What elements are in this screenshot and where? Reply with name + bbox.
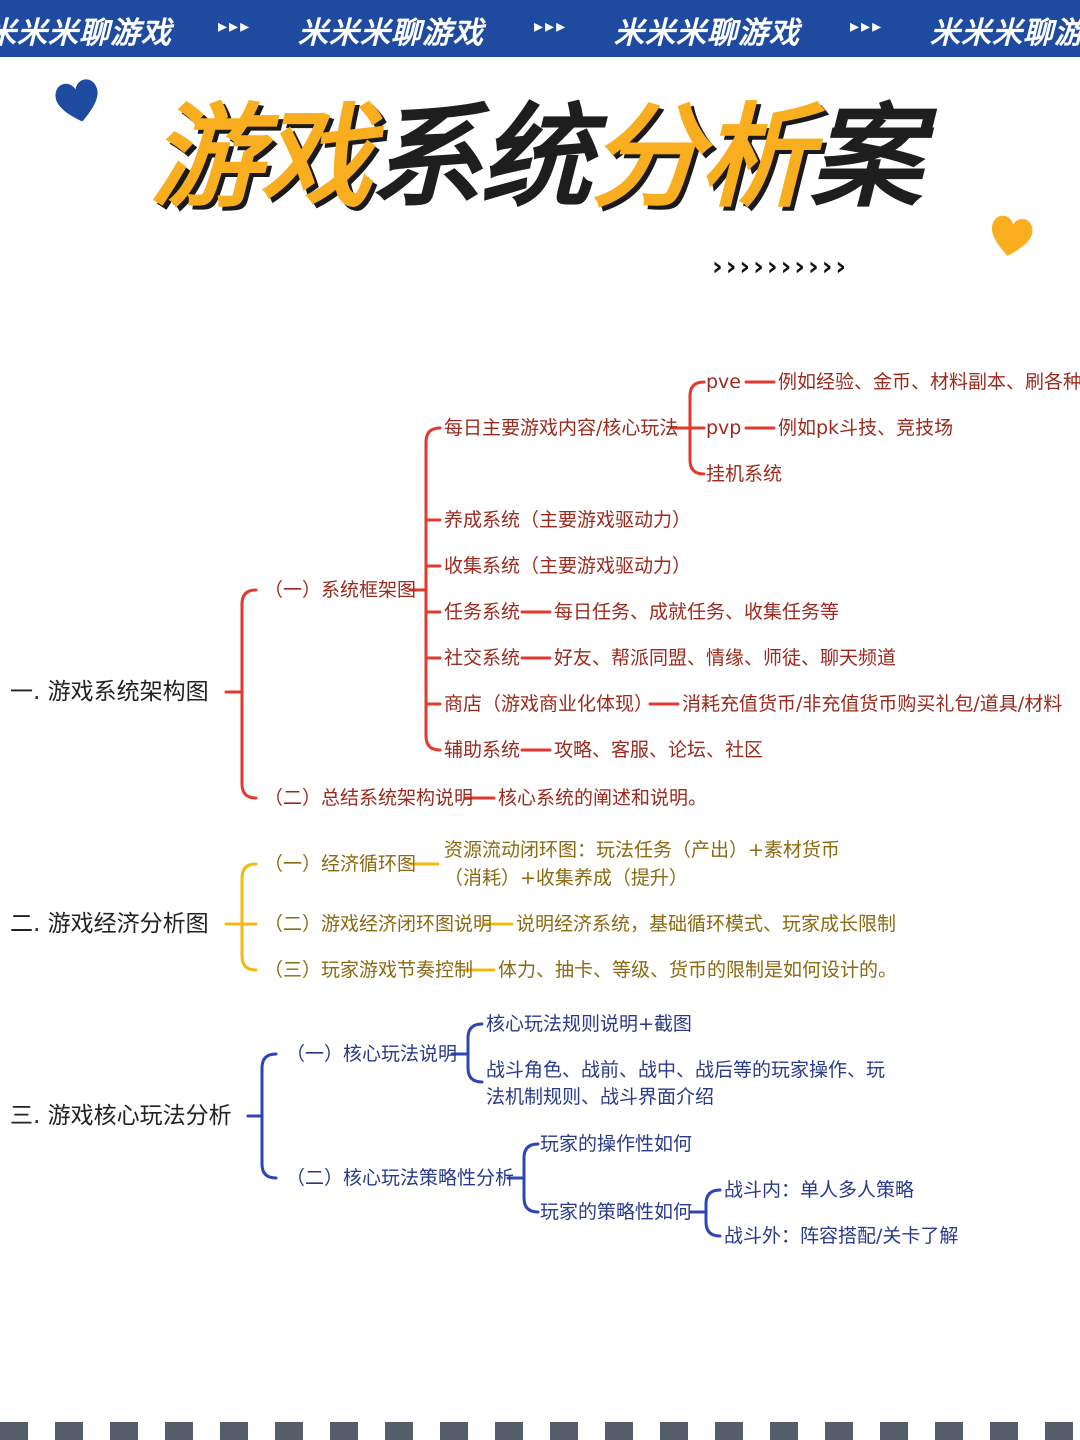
node-cycle-desc-line2: （消耗）+收集养成（提升） [444, 867, 688, 889]
node-cycle-desc-line1: 资源流动闭环图：玩法任务（产出）+素材货币 [444, 839, 840, 861]
node-rules-item2-line2: 法机制规则、战斗界面介绍 [486, 1086, 715, 1108]
node-in-battle: 战斗内：单人多人策略 [724, 1179, 915, 1201]
section3-node-rules: （一）核心玩法说明 [286, 1043, 458, 1065]
node-pvp: pvp [706, 417, 742, 439]
node-pvp-desc: 例如pk斗技、竞技场 [778, 417, 954, 439]
node-operability: 玩家的操作性如何 [540, 1133, 693, 1155]
node-social-desc: 好友、帮派同盟、情缘、师徒、聊天频道 [554, 647, 897, 669]
node-summary-desc: 核心系统的阐述和说明。 [498, 787, 708, 809]
section2-node-pacing: （三）玩家游戏节奏控制 [264, 959, 474, 981]
section1-node-framework: （一）系统框架图 [264, 579, 417, 601]
banner-text: 米米米聊游戏 [930, 16, 1080, 51]
node-social: 社交系统 [444, 647, 521, 669]
section3-node-strategy: （二）核心玩法策略性分析 [286, 1167, 515, 1189]
top-banner: 米米米聊游戏 ▸▸▸ 米米米聊游戏 ▸▸▸ 米米米聊游戏 ▸▸▸ 米米米聊游戏 [0, 0, 1080, 57]
node-task: 任务系统 [444, 601, 521, 623]
node-assist: 辅助系统 [444, 739, 521, 761]
node-pve: pve [706, 371, 741, 393]
section2-node-loop: （二）游戏经济闭环图说明 [264, 913, 493, 935]
section2-connectors [224, 862, 514, 972]
node-pve-desc: 例如经验、金币、材料副本、刷各种b [778, 371, 1080, 393]
banner-text: 米米米聊游戏 [298, 16, 484, 51]
banner-arrows: ▸▸▸ [850, 16, 884, 37]
node-rules-item1: 核心玩法规则说明+截图 [486, 1013, 692, 1035]
node-core-gameplay: 每日主要游戏内容/核心玩法 [444, 417, 679, 439]
node-pacing-desc: 体力、抽卡、等级、货币的限制是如何设计的。 [498, 959, 898, 981]
section3-connectors [246, 1022, 722, 1238]
page-title: 游戏系统分析案 [150, 88, 990, 228]
banner-arrows: ▸▸▸ [218, 16, 252, 37]
banner-text: 米米米聊游戏 [614, 16, 800, 51]
node-collect: 收集系统（主要游戏驱动力） [444, 555, 692, 577]
section1-node-summary: （二）总结系统架构说明 [264, 787, 474, 809]
node-shop-desc: 消耗充值货币/非充值货币购买礼包/道具/材料 [682, 693, 1063, 715]
section2-root: 二. 游戏经济分析图 [10, 911, 209, 937]
node-assist-desc: 攻略、客服、论坛、社区 [554, 739, 764, 761]
section2-node-cycle: （一）经济循环图 [264, 853, 417, 875]
title-part: 分析 [590, 93, 812, 223]
title-part: 案 [810, 93, 922, 223]
node-growth: 养成系统（主要游戏驱动力） [444, 509, 692, 531]
section1-connectors [224, 380, 776, 800]
node-shop: 商店（游戏商业化体现） [444, 693, 654, 715]
banner-arrows: ▸▸▸ [534, 16, 568, 37]
node-loop-desc: 说明经济系统，基础循环模式、玩家成长限制 [516, 913, 897, 935]
bottom-decor-bar [0, 1422, 1080, 1440]
section1-root: 一. 游戏系统架构图 [10, 679, 209, 705]
node-rules-item2-line1: 战斗角色、战前、战中、战后等的玩家操作、玩 [486, 1059, 886, 1081]
chevron-row-icon: ›››››››››› [712, 252, 850, 282]
node-idle: 挂机系统 [706, 463, 783, 485]
banner-text: 米米米聊游戏 [0, 16, 172, 51]
section3-root: 三. 游戏核心玩法分析 [10, 1103, 232, 1129]
blue-heart-icon [55, 79, 98, 122]
title-part: 游戏 [150, 93, 372, 223]
node-out-battle: 战斗外：阵容搭配/关卡了解 [724, 1225, 959, 1247]
node-strategy-depth: 玩家的策略性如何 [540, 1201, 693, 1223]
title-part: 系统 [370, 93, 592, 223]
orange-heart-icon [991, 215, 1033, 256]
node-task-desc: 每日任务、成就任务、收集任务等 [554, 601, 840, 623]
